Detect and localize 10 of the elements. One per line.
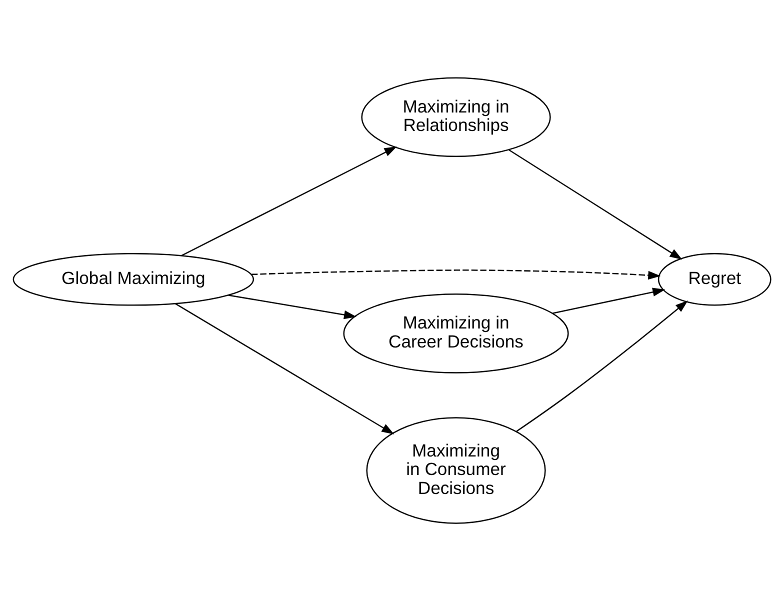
node-ellipse: Maximizing in Consumer Decisions [366,416,546,524]
arrow [552,287,666,314]
arrow [181,146,397,256]
node-ellipse: Regret [658,252,772,306]
arrow [228,294,357,319]
arrow [251,269,661,280]
arrow [508,148,682,260]
arrow [174,302,394,434]
node-ellipse: Global Maximizing [12,252,254,306]
arrow [516,300,688,432]
